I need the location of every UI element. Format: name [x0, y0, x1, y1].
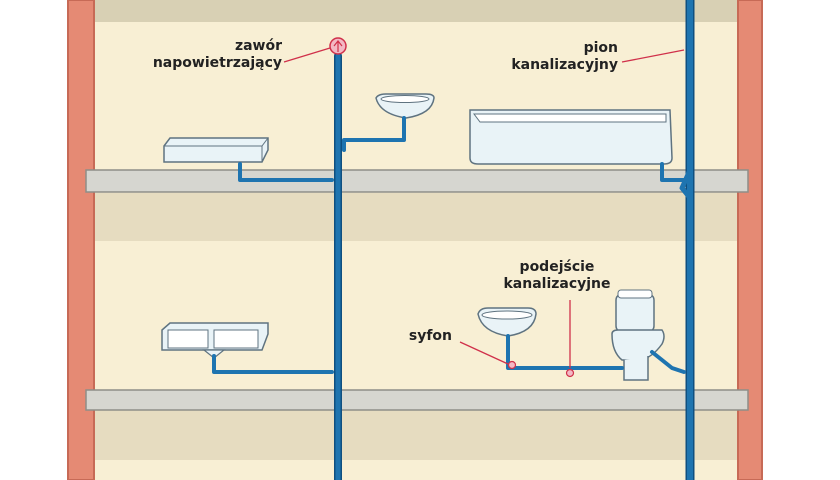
- trap-marker: [507, 360, 517, 370]
- floor-slab-lower: [85, 389, 749, 411]
- stack-label-line1: pion: [583, 40, 618, 56]
- air-valve-label: zawór napowietrzający: [116, 38, 282, 72]
- branch-label-line2: kanalizacyjne: [503, 276, 611, 292]
- branch-marker: [565, 368, 575, 378]
- sink-upper-left: [163, 137, 269, 163]
- washbasin-upper: [375, 93, 435, 119]
- room-shadow-2: [94, 410, 738, 460]
- leader-lines: [283, 47, 685, 368]
- branch-label: podejście kanalizacyjne: [482, 259, 632, 293]
- branch-label-line1: podejście: [519, 259, 595, 275]
- washbasin-lower: [477, 307, 537, 337]
- air-valve-label-line2: napowietrzający: [152, 55, 282, 71]
- stack-label: pion kanalizacyjny: [478, 40, 618, 74]
- double-sink-lower: [161, 322, 269, 359]
- air-valve-icon: [329, 37, 347, 55]
- room-shadow-1: [94, 193, 738, 241]
- trap-label: syfon: [408, 328, 452, 344]
- stack-label-line2: kanalizacyjny: [511, 57, 618, 73]
- air-valve-label-line1: zawór: [234, 38, 282, 54]
- drain-pipes: [212, 0, 695, 480]
- bathtub: [469, 109, 673, 165]
- right-wall: [737, 0, 763, 480]
- room-top-band-1: [94, 0, 738, 22]
- floor-slab-upper: [85, 169, 749, 193]
